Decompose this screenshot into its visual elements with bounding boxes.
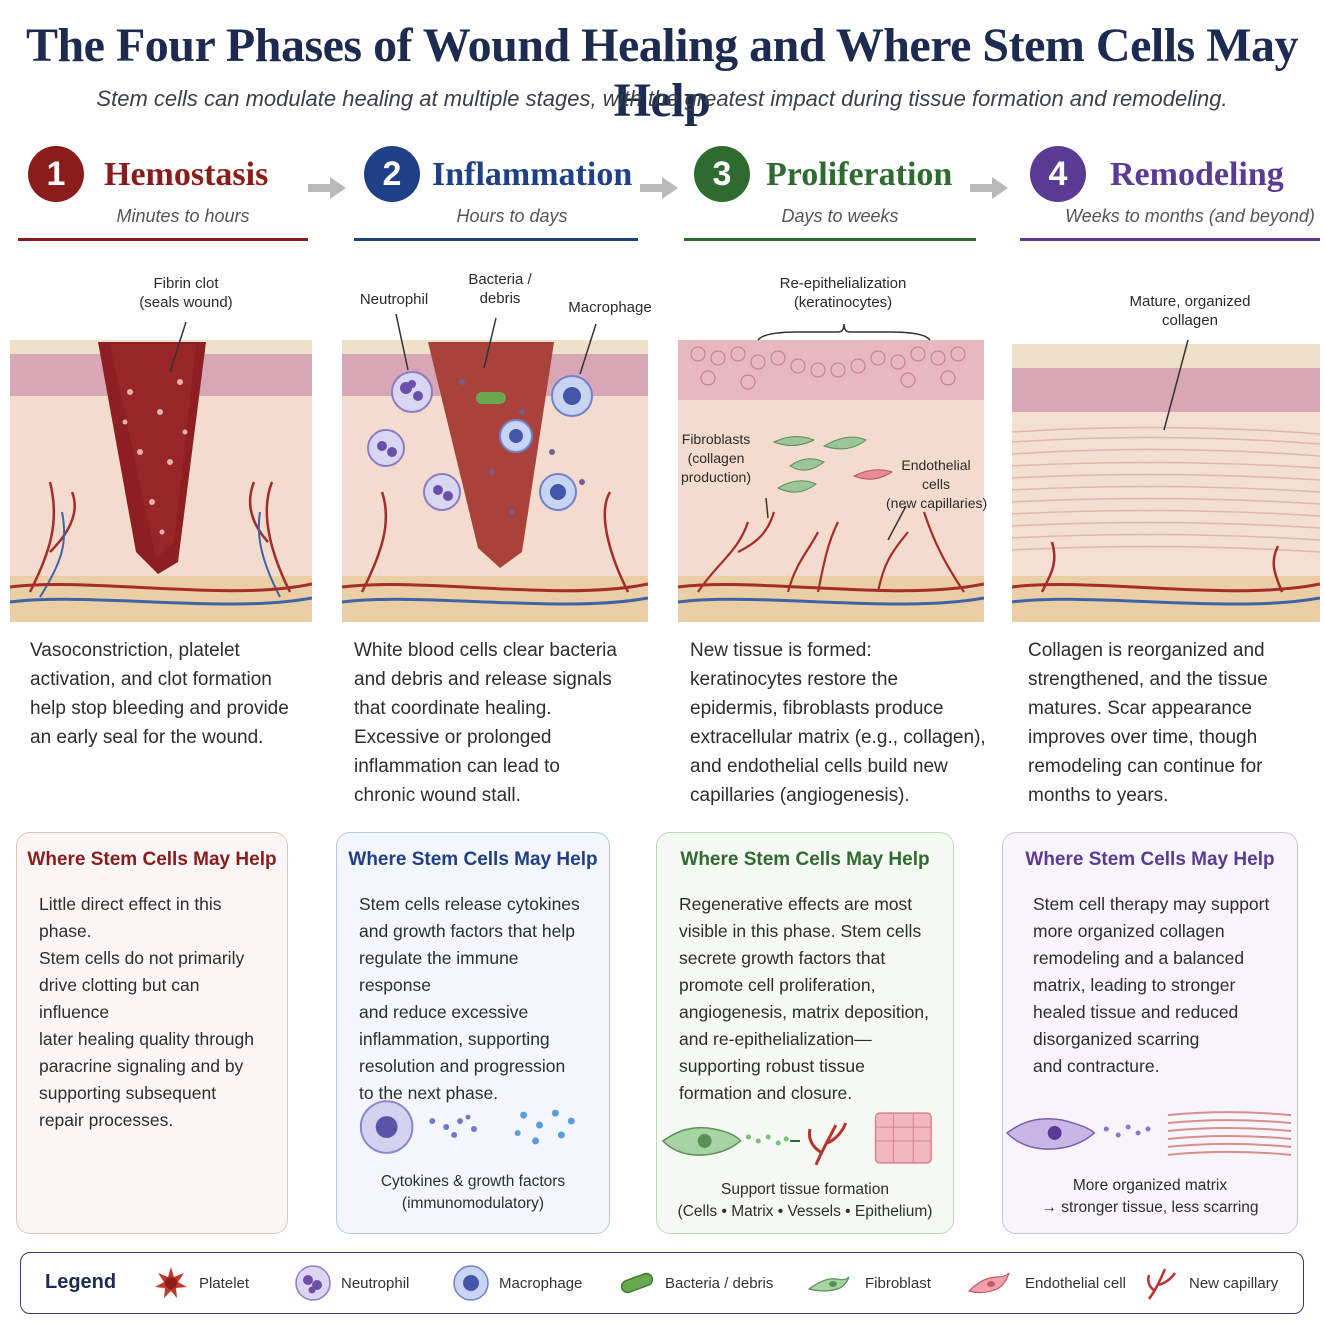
next-phase-arrow-icon [970, 177, 1008, 199]
help-box-title: Where Stem Cells May Help [27, 849, 277, 870]
help-box-title: Where Stem Cells May Help [1025, 849, 1275, 870]
platelet-icon [155, 1267, 187, 1298]
legend-item-neutrophil: Neutrophil [293, 1263, 409, 1303]
legend-title: Legend [45, 1271, 117, 1293]
phase-name: Hemostasis [104, 156, 269, 193]
phase-duration: Weeks to months (and beyond) [1065, 206, 1315, 226]
inflammation-stem-cell-box: Where Stem Cells May Help Stem cells rel… [336, 832, 610, 1234]
phase-duration: Minutes to hours [116, 206, 250, 226]
phase-header-hemostasis: 1 Hemostasis Minutes to hours [18, 146, 308, 246]
legend-item-fibroblast: Fibroblast [801, 1263, 931, 1303]
phase-number-badge: 4 [1030, 146, 1086, 202]
macrophage-label: Macrophage [568, 299, 652, 316]
legend-item-new-capillary: New capillary [1141, 1263, 1278, 1303]
phase-header-remodeling: 4 Remodeling Weeks to months (and beyond… [1020, 146, 1320, 246]
phase-name: Remodeling [1110, 156, 1284, 193]
phase-header-inflammation: 2 Inflammation Hours to days [354, 146, 638, 246]
capillary-icon [1147, 1268, 1177, 1300]
legend: Legend Platelet Neutrophil Macrophage Ba… [20, 1252, 1304, 1314]
neutrophil-icon [295, 1265, 331, 1301]
phase-divider [354, 238, 638, 241]
inflammation-tissue-illustration [342, 262, 648, 622]
help-box-title: Where Stem Cells May Help [680, 849, 930, 870]
legend-item-bacteria: Bacteria / debris [617, 1263, 773, 1303]
organized-matrix-icon [1005, 1111, 1292, 1156]
bacteria-icon [620, 1272, 654, 1294]
phase-divider [18, 238, 308, 241]
phase-divider [684, 238, 976, 241]
cytokine-release-icon [359, 1100, 575, 1154]
phase-number-badge: 3 [694, 146, 750, 202]
remodeling-stem-cell-box: Where Stem Cells May Help Stem cell ther… [1002, 832, 1298, 1234]
phase-name: Inflammation [432, 156, 633, 193]
neutrophil-label: Neutrophil [359, 291, 429, 308]
help-box-caption: Support tissue formation(Cells • Matrix … [677, 1181, 933, 1220]
phase-number-badge: 2 [364, 146, 420, 202]
next-phase-arrow-icon [640, 177, 678, 199]
macrophage-icon [453, 1265, 489, 1301]
phase-duration: Hours to days [456, 206, 568, 226]
proliferation-description: New tissue is formed:keratinocytes resto… [690, 640, 986, 806]
help-box-caption: More organized matrix→ stronger tissue, … [1041, 1177, 1259, 1216]
help-box-text: Little direct effect in this phase.Stem … [39, 894, 255, 1130]
page-subtitle: Stem cells can modulate healing at multi… [96, 86, 1228, 111]
phase-name: Proliferation [766, 156, 953, 193]
help-box-title: Where Stem Cells May Help [348, 849, 598, 870]
hemostasis-tissue-illustration [10, 262, 312, 622]
phase-duration: Days to weeks [781, 206, 899, 226]
fibrin-clot-label: Fibrin clot(seals wound) [139, 275, 233, 311]
bacteria-debris-label: Bacteria /debris [468, 271, 532, 307]
help-box-caption: Cytokines & growth factors(immunomodulat… [380, 1173, 566, 1212]
legend-item-macrophage: Macrophage [451, 1263, 582, 1303]
hemostasis-stem-cell-box: Where Stem Cells May Help Little direct … [16, 832, 288, 1234]
phase-number-badge: 1 [28, 146, 84, 202]
proliferation-tissue-illustration [678, 262, 984, 622]
endothelial-cell-icon [967, 1272, 1010, 1294]
page-title: The Four Phases of Wound Healing and Whe… [25, 19, 1299, 127]
re-epithelialization-label: Re-epithelialization(keratinocytes) [779, 275, 907, 311]
tissue-formation-icon [661, 1112, 932, 1166]
legend-item-endothelial-cell: Endothelial cell [961, 1263, 1126, 1303]
proliferation-stem-cell-box: Where Stem Cells May Help Regenerative e… [656, 832, 954, 1234]
next-phase-arrow-icon [308, 177, 346, 199]
remodeling-tissue-illustration [1012, 262, 1320, 622]
phase-header-proliferation: 3 Proliferation Days to weeks [684, 146, 976, 246]
legend-item-platelet: Platelet [151, 1263, 249, 1303]
phase-divider [1020, 238, 1320, 241]
fibroblast-icon [807, 1276, 850, 1292]
